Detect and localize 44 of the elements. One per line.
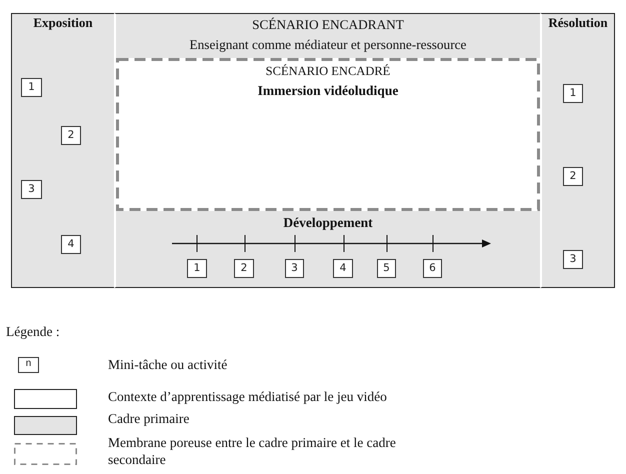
legend-text: Contexte d’apprentissage médiatisé par le jeu vidéo — [108, 388, 387, 405]
scenario-title: SCÉNARIO ENCADRANT — [252, 17, 404, 32]
legend-text: Membrane poreuse entre le cadre primaire et le cadre secondaire — [108, 434, 397, 468]
task-number: 3 — [570, 254, 576, 265]
scenario-subtitle: Enseignant comme médiateur et personne-ressource — [190, 37, 466, 52]
legend-title: Légende : — [6, 323, 60, 340]
task-box — [234, 259, 254, 278]
phase-column — [11, 13, 114, 288]
task-number: 6 — [429, 263, 436, 274]
column-heading: Résolution — [548, 16, 608, 31]
task-number: 2 — [68, 130, 74, 141]
task-box — [563, 167, 583, 186]
scenario-panel — [114, 13, 540, 288]
column-heading: Exposition — [33, 16, 93, 31]
task-box — [563, 84, 583, 103]
task-box-sample — [18, 357, 39, 373]
task-box — [187, 259, 207, 278]
task-box — [285, 259, 304, 278]
task-number: 1 — [570, 88, 576, 99]
task-box — [423, 259, 442, 278]
task-number: 4 — [340, 263, 346, 274]
task-number: 5 — [383, 263, 390, 274]
legend-text: Cadre primaire — [108, 410, 190, 427]
task-box — [61, 126, 81, 145]
task-number: 3 — [291, 263, 298, 274]
task-number: 4 — [68, 239, 74, 250]
task-box — [21, 78, 42, 97]
task-box — [61, 235, 81, 254]
scenario-title: SCÉNARIO ENCADRÉ — [266, 64, 390, 78]
task-box — [333, 259, 353, 278]
dashed-frame — [116, 58, 540, 211]
task-number: 1 — [28, 82, 35, 93]
section-heading: Développement — [283, 215, 373, 231]
task-box — [21, 180, 42, 199]
task-box — [377, 259, 396, 278]
task-number: 2 — [240, 263, 248, 274]
phase-column — [540, 13, 615, 288]
task-number: 1 — [194, 263, 200, 274]
task-number: 3 — [28, 184, 35, 195]
legend-text: Mini-tâche ou activité — [108, 356, 228, 373]
scenario-subtitle: Immersion vidéoludique — [258, 83, 398, 99]
task-box — [563, 250, 583, 269]
sample-letter: n — [25, 360, 32, 370]
task-number: 2 — [570, 171, 576, 182]
